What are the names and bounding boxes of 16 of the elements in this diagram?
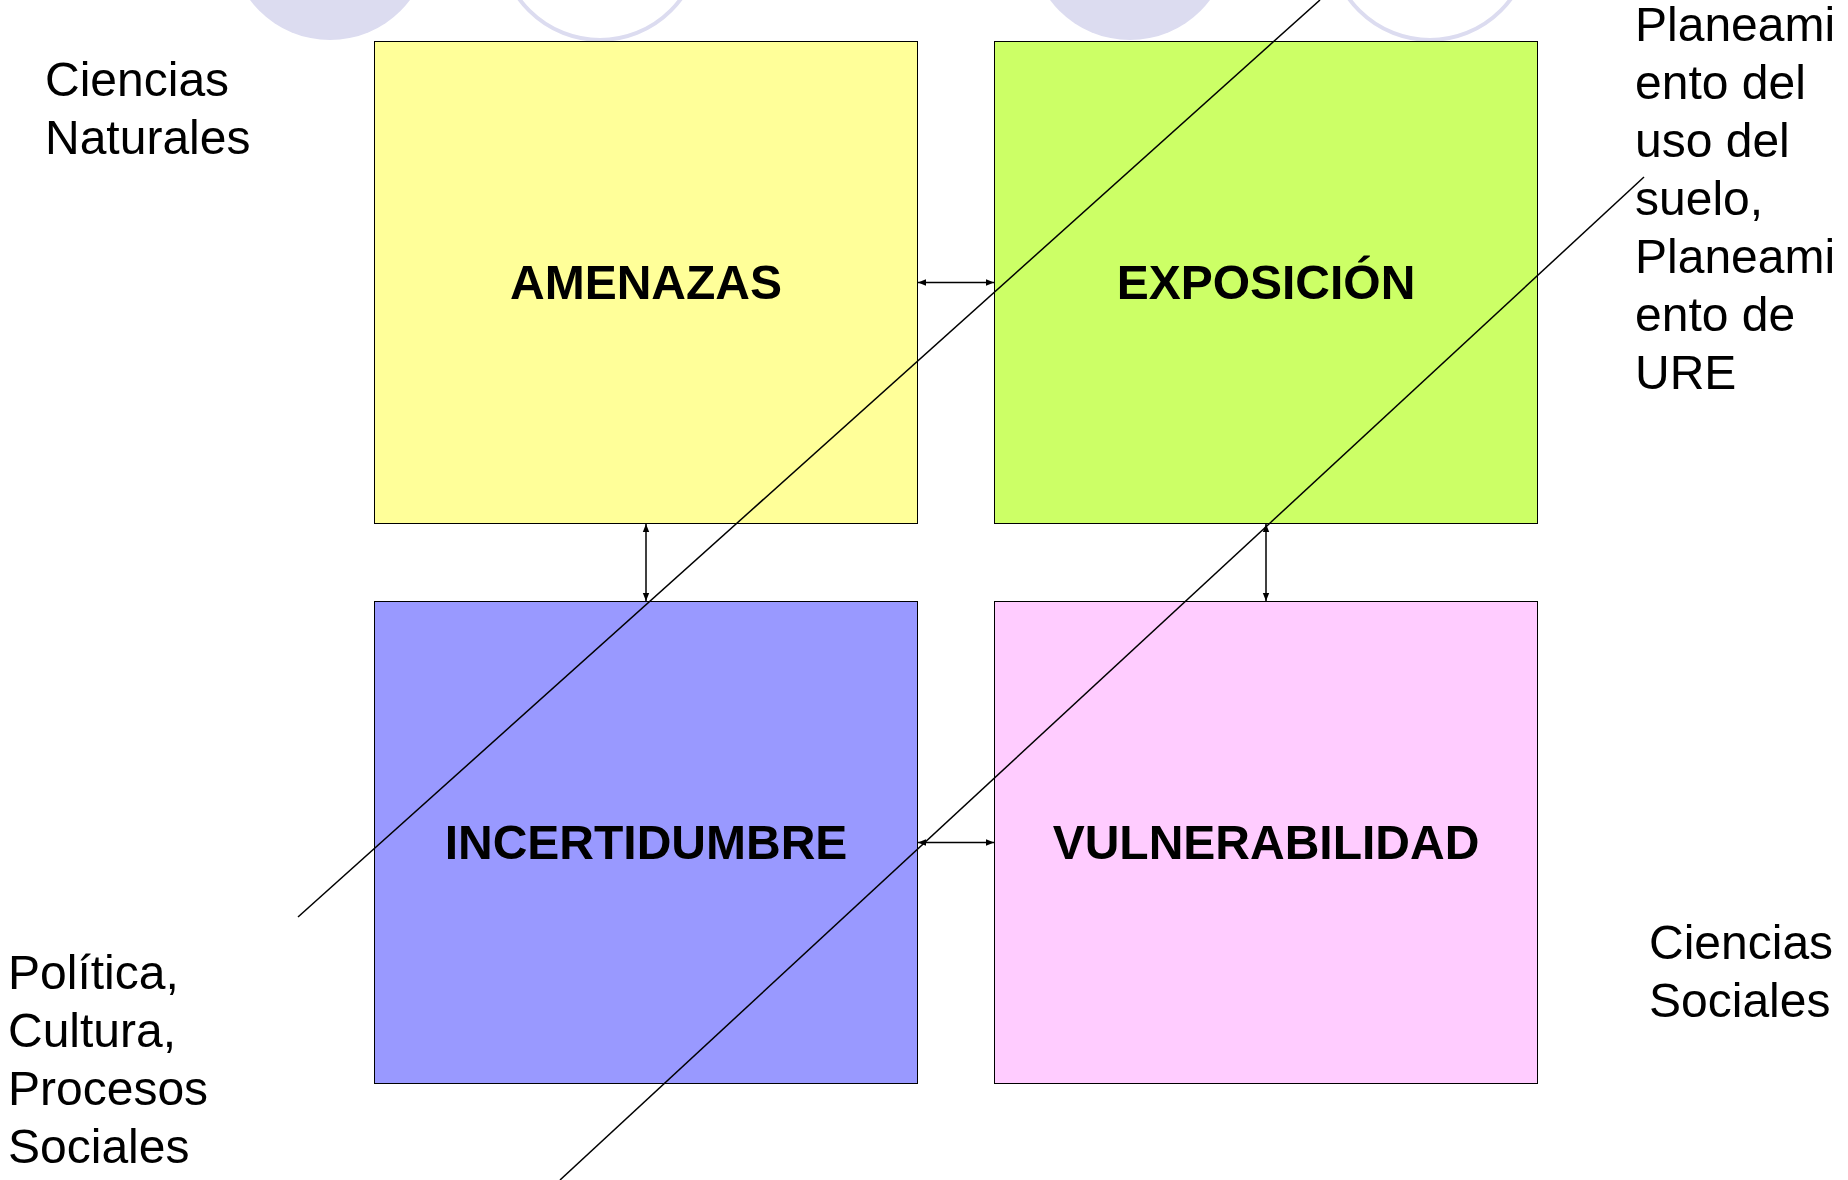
double-arrow [1262,523,1270,602]
concept-box [374,41,918,524]
box-title: INCERTIDUMBRE [444,815,848,870]
box-title: AMENAZAS [510,255,782,310]
concept-box [994,41,1538,524]
double-arrow [917,279,995,286]
side-note: Planeamiento del uso del suelo, Planeamiento de URE [1635,0,1837,401]
double-arrow [917,839,995,846]
concept-box [994,601,1538,1084]
double-arrow [642,523,650,602]
concept-box [374,601,918,1084]
side-note: Ciencias Sociales [1649,915,1835,1029]
side-note: Política, Cultura, Procesos Sociales [8,945,210,1175]
side-note: Ciencias Naturales [45,52,252,166]
box-title: VULNERABILIDAD [1052,815,1480,870]
box-title: EXPOSICIÓN [1116,255,1416,310]
